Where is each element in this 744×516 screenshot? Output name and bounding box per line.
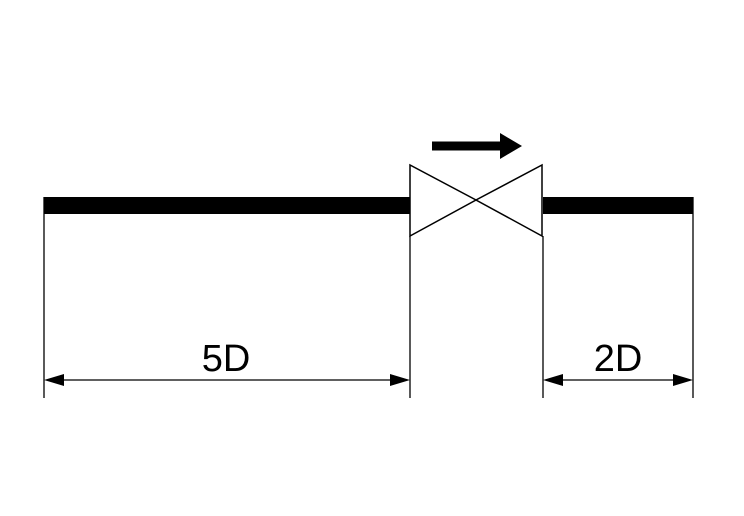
upstream-pipe xyxy=(44,197,410,214)
downstream-pipe xyxy=(543,197,693,214)
flow-arrow-icon xyxy=(432,133,522,159)
extension-lines xyxy=(43,197,694,398)
dimension-line-5d xyxy=(44,374,410,386)
dimension-arrowhead-right xyxy=(390,374,410,386)
gate-valve-icon xyxy=(409,163,543,238)
dimension-label-2d: 2D xyxy=(594,338,643,380)
dimension-arrowhead-right xyxy=(673,374,693,386)
dimension-label-5d: 5D xyxy=(202,338,251,380)
dimension-arrowhead-left xyxy=(543,374,563,386)
dimension-arrowhead-left xyxy=(44,374,64,386)
dimension-line-2d xyxy=(543,374,693,386)
